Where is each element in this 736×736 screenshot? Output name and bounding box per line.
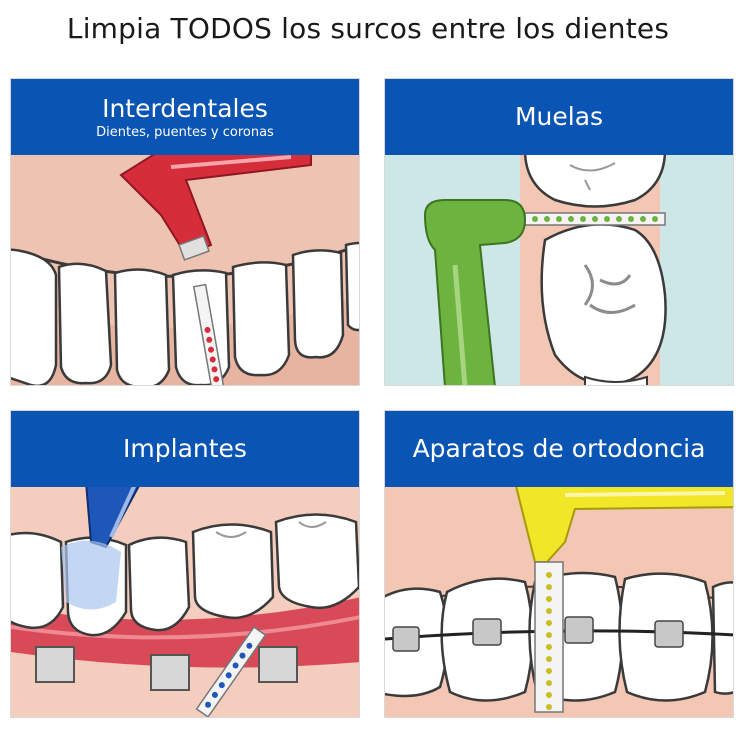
- panel-subtitle: Dientes, puentes y coronas: [96, 124, 274, 140]
- yellow-interdental-brush: [515, 487, 733, 713]
- red-interdental-brush: [192, 283, 226, 385]
- panel-interdentales: Interdentales Dientes, puentes y coronas: [10, 78, 360, 386]
- implant-illustration: [11, 487, 359, 717]
- green-angled-brush: [423, 199, 666, 385]
- page-title: Limpia TODOS los surcos entre los diente…: [66, 12, 670, 45]
- panel-header: Aparatos de ortodoncia: [385, 411, 733, 487]
- molar-illustration: [385, 155, 733, 385]
- panel-implantes: Implantes: [10, 410, 360, 718]
- panel-muelas: Muelas: [384, 78, 734, 386]
- braces-illustration: [385, 487, 733, 717]
- panel-title: Implantes: [123, 434, 247, 463]
- panel-title: Muelas: [514, 102, 604, 131]
- panel-header: Implantes: [11, 411, 359, 487]
- panel-header: Interdentales Dientes, puentes y coronas: [11, 79, 359, 155]
- interdental-teeth-illustration: [11, 155, 359, 385]
- blue-interdental-brush: [61, 487, 267, 717]
- red-brush-handle: [119, 155, 312, 261]
- panel-title: Aparatos de ortodoncia: [412, 434, 706, 463]
- panel-title: Interdentales: [102, 93, 268, 123]
- panel-header: Muelas: [385, 79, 733, 155]
- panel-ortodoncia: Aparatos de ortodoncia: [384, 410, 734, 718]
